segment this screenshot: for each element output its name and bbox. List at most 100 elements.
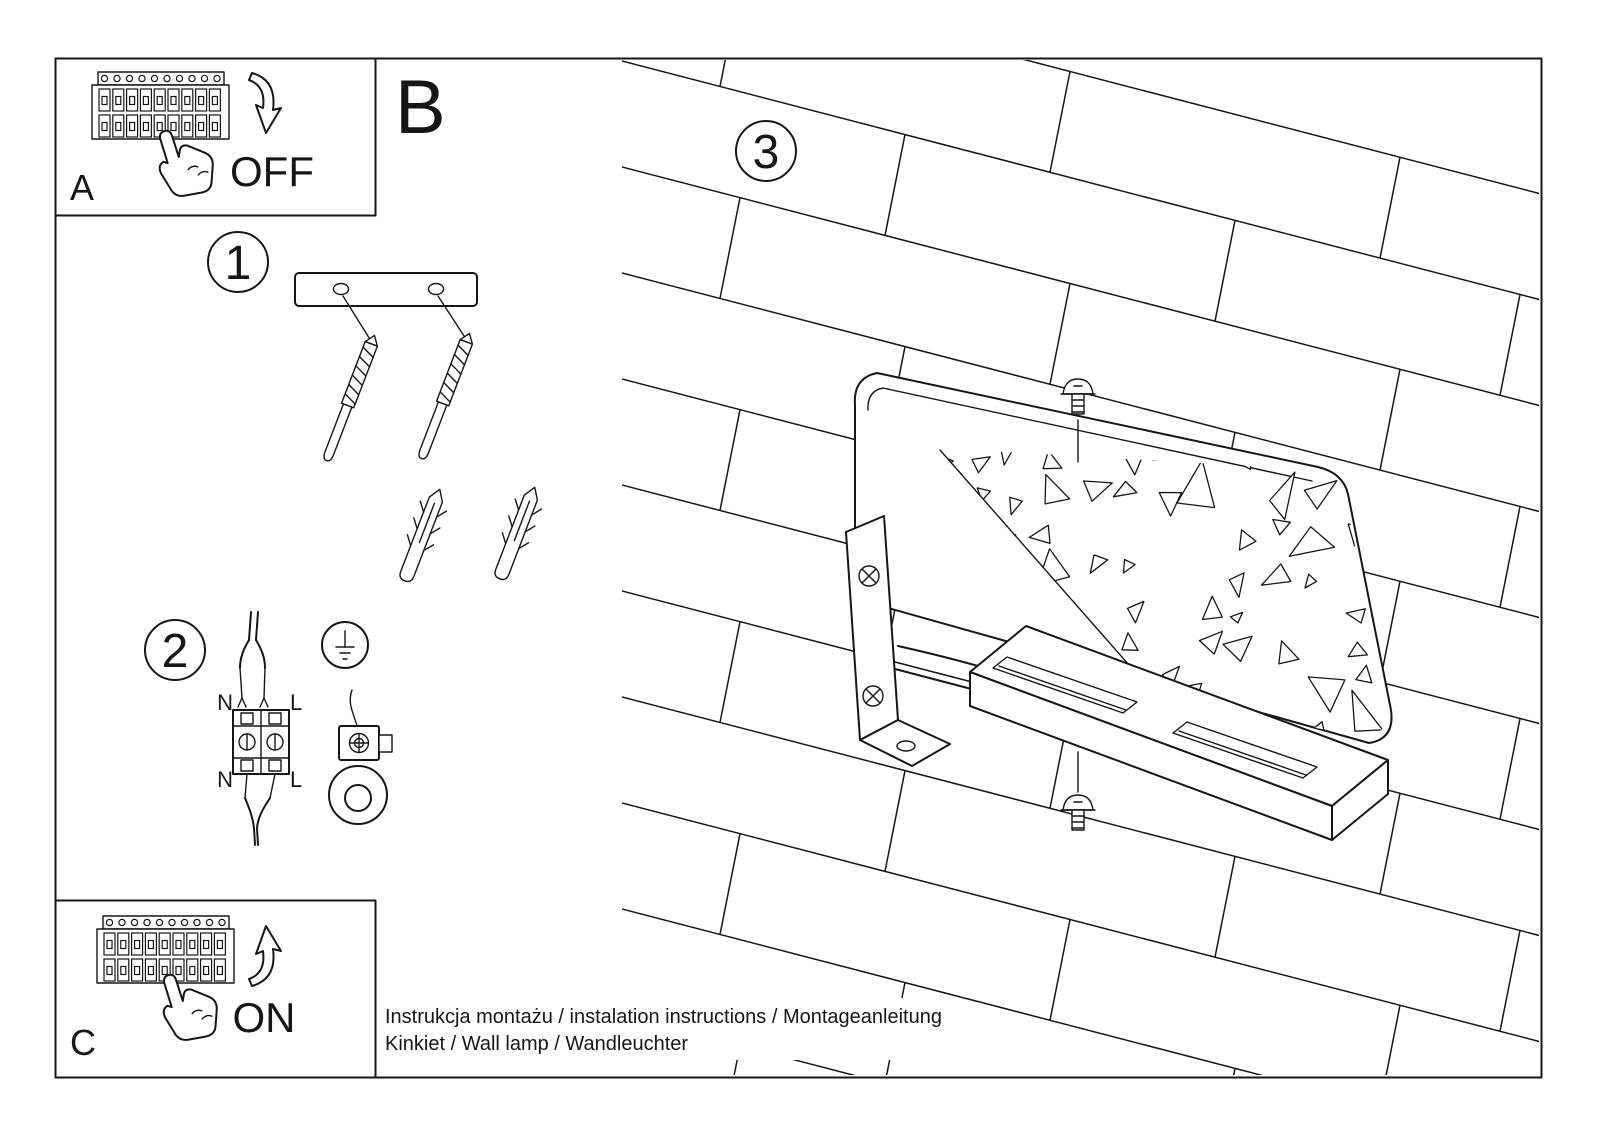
brick-joint-line xyxy=(1379,157,1401,259)
cutout-shard xyxy=(1176,459,1216,509)
wire-entry xyxy=(268,712,282,725)
ground-wire xyxy=(349,689,358,727)
cutout-shard xyxy=(938,635,957,668)
fixing-screw-icon xyxy=(1060,378,1096,415)
fork-terminal xyxy=(259,697,269,708)
power-on-border xyxy=(54,899,377,1079)
brick-mortar-line xyxy=(622,1121,1542,1130)
brick-joint-line xyxy=(719,409,741,511)
cutout-shard xyxy=(1303,479,1338,510)
brick-mortar-line xyxy=(1022,60,1539,195)
lamp-body-end xyxy=(1331,759,1389,841)
cutout-shard xyxy=(1201,595,1223,621)
brick-joint-line xyxy=(1049,919,1071,1021)
mounting-plate xyxy=(294,272,478,307)
footer-line-1: Instrukcja montażu / instalation instruc… xyxy=(385,1006,942,1028)
step-1-group: 1 xyxy=(207,231,549,587)
cutout-shard xyxy=(1393,651,1412,664)
curved-arrow-up-icon xyxy=(248,925,282,987)
wire-entry xyxy=(240,759,254,772)
brick-mortar-line xyxy=(622,802,1539,1043)
power-wire xyxy=(248,611,252,641)
light-slot xyxy=(992,656,1138,714)
plate-hole xyxy=(332,282,350,296)
footer-line-2: Kinkiet / Wall lamp / Wandleuchter xyxy=(385,1033,688,1055)
brick-mortar-line xyxy=(622,60,1539,301)
brick-joint-line xyxy=(1379,581,1401,683)
step-3-badge: 3 xyxy=(735,120,797,182)
step-3-circle xyxy=(735,120,797,182)
cutout-shard xyxy=(1304,573,1318,589)
light-slot-inner xyxy=(998,665,1127,711)
brick-joint-line xyxy=(733,1045,741,1075)
cutout-shard xyxy=(1158,491,1183,517)
circuit-breaker-panel-icon xyxy=(91,71,230,140)
off-label: OFF xyxy=(230,148,314,195)
wire-core xyxy=(263,667,266,699)
ring-terminal-icon xyxy=(328,689,393,825)
fork-terminal xyxy=(237,697,247,708)
mounting-screw-icon xyxy=(319,332,382,464)
power-wire xyxy=(255,639,266,669)
cutout-shard xyxy=(1126,600,1145,624)
cutout-shard xyxy=(952,632,987,662)
cutout-shard xyxy=(1278,640,1300,665)
brick-joint-line xyxy=(1379,793,1401,895)
cutout-shard xyxy=(1222,635,1253,663)
cutout-shard xyxy=(1112,480,1138,498)
cutout-shard xyxy=(1373,523,1388,551)
power-wire xyxy=(239,639,250,669)
plate-hole xyxy=(427,282,445,296)
wire-core xyxy=(269,773,276,799)
cutout-shard xyxy=(1268,471,1296,521)
cutout-shard xyxy=(1347,641,1369,658)
brick-joint-line xyxy=(1214,220,1236,322)
wire-label-l-top: L xyxy=(290,690,302,715)
brick-joint-line xyxy=(1049,71,1071,173)
wire-core xyxy=(244,773,248,799)
brick-joint-line xyxy=(719,833,741,935)
wire-label-n-top: N xyxy=(217,690,233,715)
pattern-edge-line xyxy=(939,449,1159,699)
step-2-number: 2 xyxy=(162,625,189,678)
cutout-shard xyxy=(1351,689,1384,732)
cutout-shard xyxy=(1122,558,1136,574)
cutout-shard xyxy=(1089,554,1109,574)
cutout-shard xyxy=(1121,632,1139,651)
cutout-shard xyxy=(1082,480,1113,502)
mounting-screw-icon xyxy=(414,330,477,462)
wire-label-l-bottom: L xyxy=(290,767,302,792)
power-wire xyxy=(256,797,271,846)
brick-joint-line xyxy=(1379,369,1401,471)
footer-backing xyxy=(380,998,925,1060)
cutout-shard xyxy=(1044,473,1071,505)
cutout-shard xyxy=(1228,572,1245,598)
brick-mortar-line xyxy=(622,166,1539,407)
cutout-shard xyxy=(1376,552,1388,588)
wire-core xyxy=(239,667,243,699)
panel-a-label: A xyxy=(70,167,94,208)
step-2-circle xyxy=(144,619,206,681)
brick-joint-line xyxy=(1499,294,1521,396)
cutout-shard xyxy=(1288,526,1336,557)
brick-joint-line xyxy=(1385,1005,1401,1075)
brick-joint-line xyxy=(719,621,741,723)
wall-plug-anchor-icon xyxy=(485,481,549,585)
cutout-shard xyxy=(1345,608,1366,624)
cutout-shard xyxy=(1042,450,1063,470)
panel-c-label: C xyxy=(70,1022,96,1063)
brick-joint-line xyxy=(1499,718,1521,820)
brick-joint-line xyxy=(884,134,906,236)
cutout-shard xyxy=(1260,563,1292,586)
curved-arrow-down-icon xyxy=(248,72,282,134)
brick-joint-line xyxy=(1499,506,1521,608)
screw-axis-line xyxy=(342,295,372,342)
cutout-shard xyxy=(1229,611,1244,624)
wire-entry xyxy=(240,712,254,725)
step-1-circle xyxy=(207,231,269,293)
sheet-border xyxy=(54,57,1543,1079)
step-1-number: 1 xyxy=(225,237,252,290)
wall-lamp-exploded xyxy=(845,372,1412,841)
power-on-box: ON C xyxy=(54,899,377,1079)
brick-joint-line xyxy=(719,197,741,299)
